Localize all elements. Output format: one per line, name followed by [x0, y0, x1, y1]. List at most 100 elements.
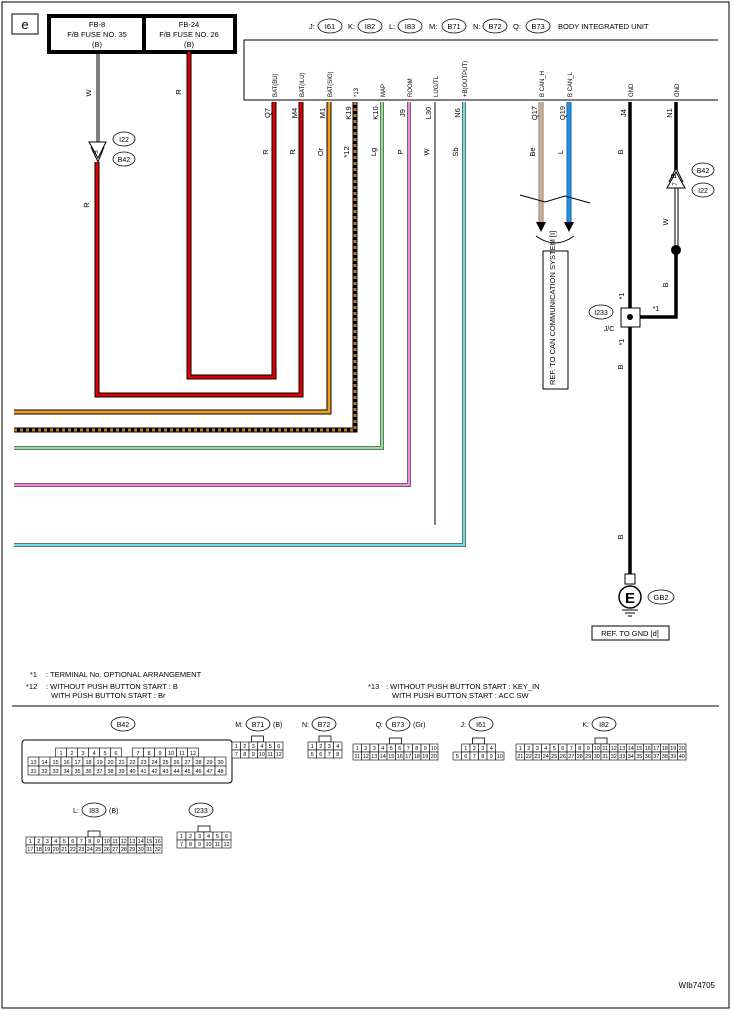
left-inline-top: I22: [119, 137, 129, 144]
unit-box: [243, 39, 718, 101]
connector-view-pin: 7: [235, 752, 238, 758]
unit-pin-wire-code: Or: [316, 147, 325, 156]
unit-pin-wire-code: P: [396, 149, 405, 154]
connector-view-pin: 21: [61, 847, 67, 853]
connector-view-pin: 19: [44, 847, 50, 853]
connector-view-pin: 9: [587, 746, 590, 752]
hdr-j-code: I61: [325, 22, 335, 31]
note-3-text: WITH PUSH BUTTON START : Br: [51, 691, 166, 700]
connector-view-pin: 6: [561, 746, 564, 752]
wire-sb-n6: [14, 102, 466, 547]
connector-view-pin: 5: [390, 746, 393, 752]
connector-view-pin: 15: [388, 754, 394, 760]
unit-pin-wire-code: *12: [342, 146, 351, 157]
wire-r-q7-outline: [186, 52, 277, 380]
connector-view-pin: 4: [336, 744, 339, 750]
connector-view-key: [251, 735, 264, 743]
wire-lg-k10: [14, 102, 384, 450]
ground-terminal: [624, 573, 636, 585]
connector-view-pin: 33: [619, 754, 625, 760]
connector-view-pin: 5: [63, 839, 66, 845]
hdr-k-code: I82: [365, 22, 375, 31]
connector-view-pin: 10: [594, 746, 600, 752]
connector-view-pin: 19: [670, 746, 676, 752]
connector-view-pin: 15: [146, 839, 152, 845]
connector-view-pin: 41: [140, 769, 146, 775]
connector-view-pin: 4: [54, 839, 57, 845]
connector-view-pin: 3: [481, 746, 484, 752]
connector-view-pin: 33: [52, 769, 58, 775]
joint-mark-bottom: *1: [619, 339, 626, 346]
connector-view-pin: 11: [179, 751, 185, 757]
connector-view-title: I61: [476, 722, 486, 729]
note-1-text: : TERMINAL No. OPTIONAL ARRANGEMENT: [46, 670, 202, 679]
connector-view-pin: 7: [407, 746, 410, 752]
note-1-mark: *1: [30, 670, 37, 679]
wire-r-m4: [95, 102, 303, 397]
connector-view-pin: 14: [138, 839, 144, 845]
connector-view-pin: 4: [490, 746, 493, 752]
connector-view-pin: 19: [96, 760, 102, 766]
connector-view-pin: 9: [198, 842, 201, 848]
connector-view-pin: 21: [118, 760, 124, 766]
label-gnd-main-1: B: [616, 364, 625, 369]
left-inline-pin: 5: [94, 150, 100, 154]
hdr-n-oval: [482, 18, 508, 34]
connector-view-pin: 18: [662, 746, 668, 752]
connector-view-pin: 20: [53, 847, 59, 853]
right-inline-pin: 7: [673, 182, 679, 186]
ground-symbol-circle: [618, 585, 642, 609]
wire-sb-outline: [14, 102, 466, 547]
connector-view-pin: 21: [517, 754, 523, 760]
right-inline-top-oval: [691, 162, 715, 178]
connector-view-pin: 28: [195, 760, 201, 766]
connector-view-title-oval: [311, 716, 337, 732]
hdr-l-oval: [397, 18, 423, 34]
connector-view-pin: 44: [173, 769, 179, 775]
connector-view-pin: 6: [319, 752, 322, 758]
fuse-2-name: F/B FUSE NO. 26: [159, 30, 219, 39]
wire-r-q7: [187, 52, 276, 379]
connector-view-cell: [274, 749, 284, 759]
connector-view-prefix: Q:: [376, 722, 383, 729]
connector-view-title: I233: [194, 808, 208, 815]
connector-view-pin: 23: [534, 754, 540, 760]
left-inline-connector: [88, 141, 107, 160]
connector-view-pin: 4: [207, 834, 210, 840]
connector-view-pin: 10: [104, 839, 110, 845]
connector-view-pin: 9: [490, 754, 493, 760]
can-bracket: [535, 235, 575, 244]
unit-pin-wire-code: Sb: [451, 147, 460, 156]
joint-label: J/C: [604, 326, 615, 333]
connector-view-pin: 6: [71, 839, 74, 845]
connector-view-key: [389, 737, 402, 745]
connector-view-cell: [677, 751, 687, 761]
connector-view-pin: 39: [670, 754, 676, 760]
connector-view-pin: 10: [497, 754, 503, 760]
connector-view-pin: 23: [78, 847, 84, 853]
connector-view-cell: [214, 765, 227, 776]
connector-view-pin: 7: [328, 752, 331, 758]
connector-view-pin: 12: [190, 751, 196, 757]
right-inline-connector: [666, 170, 686, 189]
connector-view-pin: 14: [41, 760, 47, 766]
connector-view-pin: 8: [336, 752, 339, 758]
connector-view-pin: 17: [74, 760, 80, 766]
joint-mark-right: *1: [653, 306, 660, 313]
note-5-text: WITH PUSH BUTTON START : ACC SW: [392, 691, 529, 700]
unit-pin-signal: GND: [629, 83, 635, 97]
unit-pin-signal: B CAN_H: [540, 71, 546, 97]
hdr-m-oval: [441, 18, 467, 34]
connector-view-pin: 40: [129, 769, 135, 775]
connector-view-title-oval: [81, 802, 107, 818]
wire-p-j9: [14, 102, 411, 487]
connector-view-title: B71: [252, 722, 265, 729]
connector-view-pin: 25: [95, 847, 101, 853]
connector-view-pin: 1: [464, 746, 467, 752]
unit-pin-signal: B CAN_L: [568, 71, 574, 97]
connector-view-title-oval: [188, 802, 214, 818]
connector-view-pin: 8: [147, 751, 150, 757]
connector-view-pin: 11: [602, 746, 608, 752]
connector-view-pin: 29: [585, 754, 591, 760]
connector-view-pin: 24: [543, 754, 549, 760]
